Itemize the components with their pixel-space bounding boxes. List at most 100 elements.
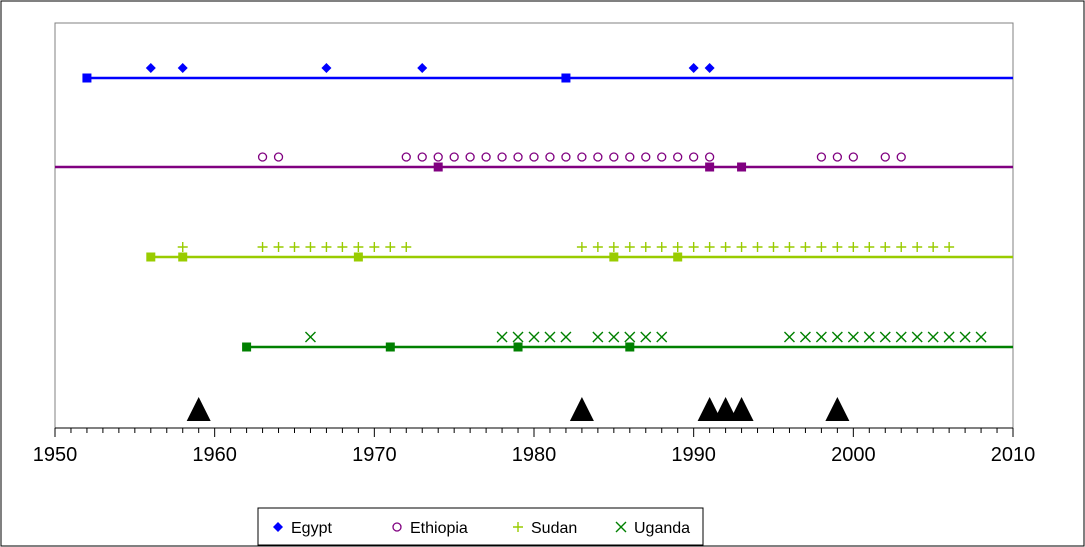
data-point bbox=[145, 63, 156, 73]
data-point bbox=[624, 242, 635, 252]
series-line-marker bbox=[737, 162, 747, 172]
data-point bbox=[832, 242, 843, 252]
x-tick-label: 1970 bbox=[352, 444, 397, 466]
event-marker bbox=[825, 397, 850, 421]
data-point bbox=[847, 331, 859, 343]
series-ethiopia bbox=[55, 152, 1013, 172]
data-point bbox=[959, 331, 971, 343]
data-point bbox=[561, 152, 571, 162]
data-point bbox=[688, 63, 699, 73]
data-point bbox=[577, 152, 587, 162]
data-point bbox=[401, 242, 412, 252]
data-point bbox=[688, 242, 699, 252]
data-point bbox=[512, 331, 524, 343]
data-point bbox=[848, 242, 859, 252]
data-point bbox=[879, 331, 891, 343]
legend-entries: Egypt Ethiopia Sudan Uganda bbox=[273, 520, 690, 537]
x-tick-label: 1950 bbox=[33, 444, 78, 466]
data-point bbox=[800, 242, 811, 252]
data-point bbox=[656, 242, 667, 252]
data-point bbox=[609, 152, 619, 162]
data-point bbox=[799, 331, 811, 343]
series-line-marker bbox=[609, 252, 619, 262]
series-line-marker bbox=[242, 342, 252, 352]
legend-entry-ethiopia: Ethiopia bbox=[392, 520, 468, 537]
data-point bbox=[608, 242, 619, 252]
data-point bbox=[177, 242, 188, 252]
data-point bbox=[433, 152, 443, 162]
data-point bbox=[928, 242, 939, 252]
data-point bbox=[593, 152, 603, 162]
series-uganda bbox=[242, 331, 1013, 352]
data-point bbox=[337, 242, 348, 252]
data-point bbox=[305, 242, 316, 252]
x-tick-label: 1980 bbox=[512, 444, 557, 466]
x-tick-label: 1990 bbox=[671, 444, 716, 466]
data-point bbox=[880, 242, 891, 252]
event-marker bbox=[186, 397, 211, 421]
data-point bbox=[895, 331, 907, 343]
data-point bbox=[880, 152, 890, 162]
data-point bbox=[401, 152, 411, 162]
data-point bbox=[417, 152, 427, 162]
data-point bbox=[784, 242, 795, 252]
data-point bbox=[417, 63, 428, 73]
data-point bbox=[815, 331, 827, 343]
data-point bbox=[545, 152, 555, 162]
data-point bbox=[672, 242, 683, 252]
data-point bbox=[896, 152, 906, 162]
data-point bbox=[640, 331, 652, 343]
data-point bbox=[768, 242, 779, 252]
data-point bbox=[704, 152, 715, 162]
data-point bbox=[832, 152, 843, 162]
series-egypt bbox=[82, 63, 1013, 83]
legend-entry-egypt: Egypt bbox=[273, 520, 332, 537]
event-marker bbox=[697, 397, 722, 421]
series-line-marker bbox=[625, 342, 635, 352]
series-line-marker bbox=[705, 162, 715, 172]
data-point bbox=[656, 331, 668, 343]
data-point bbox=[529, 152, 539, 162]
data-point bbox=[560, 331, 572, 343]
data-point bbox=[848, 152, 858, 162]
series-line-marker bbox=[178, 252, 188, 262]
legend-label: Ethiopia bbox=[410, 520, 468, 537]
data-point bbox=[289, 242, 300, 252]
data-point bbox=[912, 242, 923, 252]
data-point bbox=[943, 331, 955, 343]
data-point bbox=[608, 331, 620, 343]
series-line-marker bbox=[561, 73, 571, 83]
data-point bbox=[863, 331, 875, 343]
legend-marker bbox=[273, 522, 283, 532]
data-point bbox=[497, 152, 507, 162]
series-layer bbox=[55, 63, 1013, 352]
legend-label: Egypt bbox=[291, 520, 332, 537]
data-point bbox=[816, 152, 827, 162]
legend-marker bbox=[615, 521, 627, 533]
data-point bbox=[911, 331, 923, 343]
series-line-marker bbox=[513, 342, 523, 352]
data-point bbox=[944, 242, 955, 252]
data-point bbox=[927, 331, 939, 343]
legend-label: Sudan bbox=[531, 520, 577, 537]
x-tick-label: 2010 bbox=[991, 444, 1036, 466]
data-point bbox=[783, 331, 795, 343]
data-point bbox=[720, 242, 731, 252]
x-tick-label: 2000 bbox=[831, 444, 876, 466]
data-point bbox=[496, 331, 508, 343]
data-point bbox=[975, 331, 987, 343]
legend-entry-uganda: Uganda bbox=[615, 520, 690, 537]
legend-marker bbox=[513, 522, 523, 532]
data-point bbox=[896, 242, 907, 252]
legend-marker bbox=[392, 522, 402, 532]
series-line-marker bbox=[82, 73, 92, 83]
data-point bbox=[816, 242, 827, 252]
data-point bbox=[689, 152, 699, 162]
series-line-marker bbox=[385, 342, 395, 352]
data-point bbox=[640, 242, 651, 252]
data-point bbox=[544, 331, 556, 343]
data-point bbox=[353, 242, 364, 252]
